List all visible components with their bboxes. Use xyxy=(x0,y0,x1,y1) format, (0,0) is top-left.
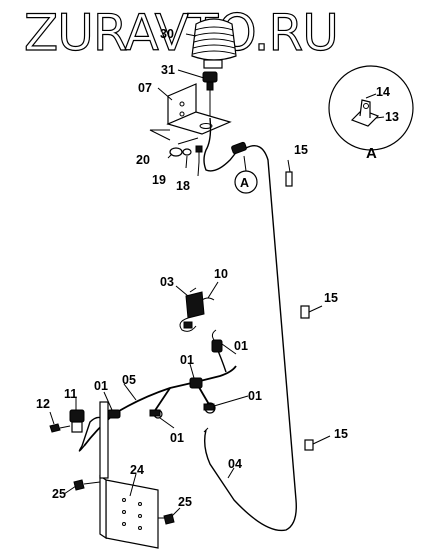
detail-view-a: A 14 13 xyxy=(328,65,414,162)
callout-24: 24 xyxy=(130,463,144,477)
callout-13: 13 xyxy=(385,110,399,124)
bolt-set xyxy=(169,137,203,162)
callout-01-b: 01 xyxy=(234,339,248,353)
leader-lines xyxy=(75,33,291,497)
lamp-lead xyxy=(203,117,239,172)
connector-01-b xyxy=(189,377,203,389)
clip-15-top xyxy=(285,171,293,187)
relay-03 xyxy=(179,287,205,332)
harness-05 xyxy=(83,365,237,447)
callout-20: 20 xyxy=(136,153,150,167)
connector-a: A xyxy=(231,141,258,194)
callout-15-bottom: 15 xyxy=(334,427,348,441)
cable-04 xyxy=(203,145,297,532)
mounting-bracket xyxy=(149,83,232,141)
bolt-12 xyxy=(49,423,71,433)
connector-01-d xyxy=(203,402,216,414)
callout-01-d: 01 xyxy=(248,389,262,403)
bolt-25-right xyxy=(158,513,175,525)
callout-19: 19 xyxy=(152,173,166,187)
callout-15-top: 15 xyxy=(294,143,308,157)
bolt-25-left xyxy=(73,479,101,491)
callout-31: 31 xyxy=(161,63,175,77)
connector-01-a xyxy=(107,409,121,419)
callout-10: 10 xyxy=(214,267,228,281)
clip-15-bottom xyxy=(304,435,331,451)
callout-01-c: 01 xyxy=(94,379,108,393)
callout-04: 04 xyxy=(228,457,242,471)
clip-10 xyxy=(201,281,219,301)
callout-01-e: 01 xyxy=(170,431,184,445)
callout-01-a: 01 xyxy=(180,353,194,367)
callout-18: 18 xyxy=(176,179,190,193)
callout-30: 30 xyxy=(160,27,174,41)
beacon-lamp xyxy=(191,18,237,69)
callout-11: 11 xyxy=(64,387,77,401)
connector-01-c xyxy=(211,329,223,353)
switch-11 xyxy=(69,409,85,433)
connector-01-e xyxy=(149,409,163,419)
connector-a-label: A xyxy=(240,176,249,190)
callout-14: 14 xyxy=(376,85,390,99)
callout-05: 05 xyxy=(122,373,136,387)
mounting-plate-24 xyxy=(99,401,159,549)
callout-03: 03 xyxy=(160,275,174,289)
callout-12: 12 xyxy=(36,397,50,411)
lamp-socket xyxy=(202,71,218,118)
callout-25-right: 25 xyxy=(178,495,192,509)
detail-view-label: A xyxy=(366,145,377,162)
clip-15-mid xyxy=(300,305,323,319)
callout-25-left: 25 xyxy=(52,487,66,501)
callout-15-mid: 15 xyxy=(324,291,338,305)
watermark: ZURAVTO.RU xyxy=(24,4,338,62)
callout-07: 07 xyxy=(138,81,152,95)
